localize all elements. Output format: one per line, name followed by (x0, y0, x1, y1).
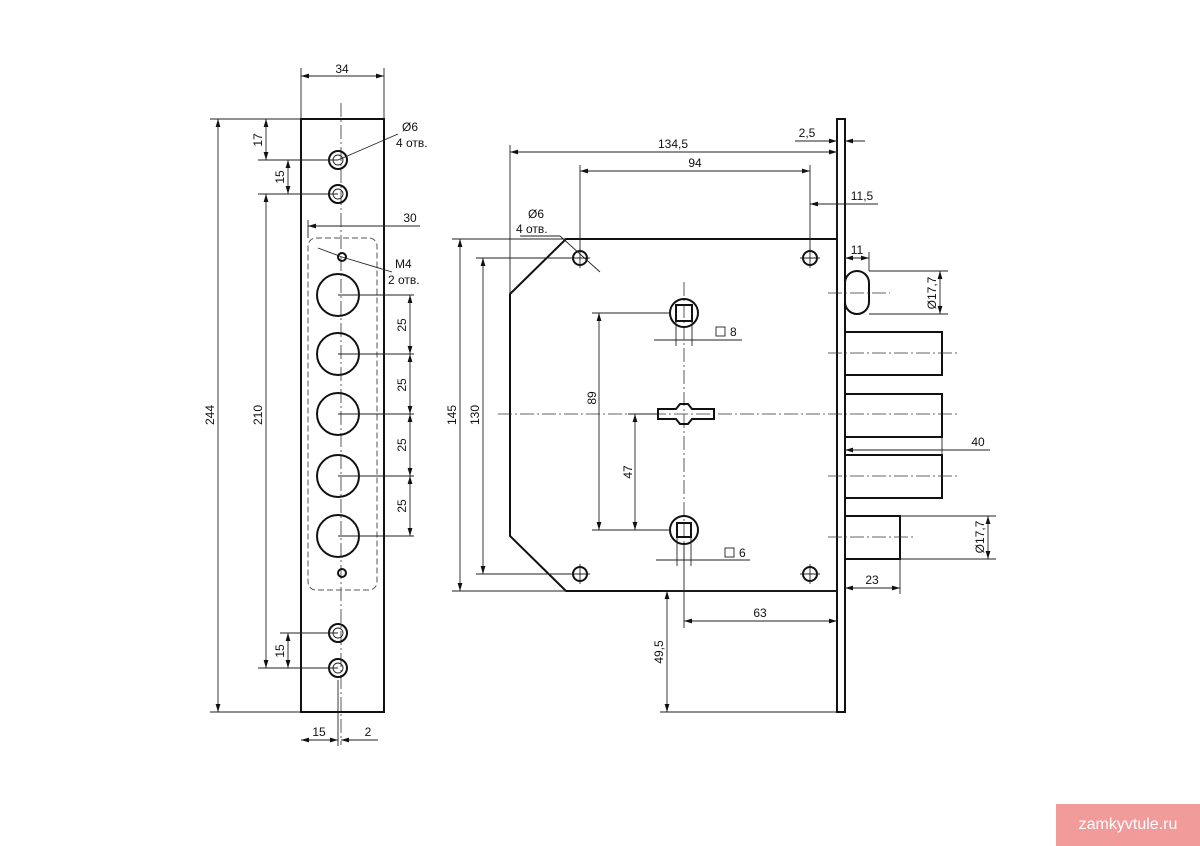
body-hole-note: Ø6 (528, 207, 544, 221)
watermark-badge: zamkyvtule.ru (1056, 804, 1200, 846)
dim-bottom-right-label: 2 (365, 725, 372, 739)
dim-lower-bolt-diameter-label: Ø17,7 (973, 520, 987, 553)
dim-bolt-pitch-label: 25 (395, 499, 409, 513)
lock-body-view: 134,5 2,5 94 11,5 Ø6 4 отв. 145 130 89 (445, 118, 996, 713)
dim-screw-span-label: 210 (251, 405, 265, 425)
faceplate-thread-note: M4 (395, 257, 412, 271)
dim-hole-height-span-label: 130 (468, 405, 482, 425)
dim-bottom-left-label: 15 (312, 725, 326, 739)
keyway-slot (657, 403, 715, 425)
dim-backset-offset-label: 11,5 (851, 189, 874, 203)
dim-bolt-pitch-label: 25 (395, 318, 409, 332)
callout-leader (559, 235, 601, 273)
dead-bolt (844, 393, 943, 438)
dim-lower-bolt-length-label: 23 (865, 573, 879, 587)
dim-latch-diameter-label: Ø17,7 (925, 276, 939, 309)
callout-leader (341, 256, 393, 273)
square-symbol-icon (724, 547, 735, 558)
dim-top-offset-label: 17 (251, 133, 265, 147)
dim-bolt-pitch-label: 25 (395, 378, 409, 392)
square-symbol-icon (715, 326, 726, 337)
dead-bolt (844, 454, 943, 499)
dim-body-overall-width-label: 134,5 (658, 137, 688, 151)
faceplate-thread-note-count: 2 отв. (388, 273, 420, 287)
dim-inner-span-label: 30 (403, 211, 417, 225)
body-hole-note-count: 4 отв. (516, 222, 548, 236)
dim-plate-extension-label: 49,5 (652, 640, 666, 664)
dim-plate-thickness-label: 2,5 (799, 126, 816, 140)
dim-key-distance-label: 47 (621, 465, 635, 479)
front-plate-side (836, 118, 846, 713)
dim-lower-pitch-label: 15 (273, 644, 287, 658)
latch-bolt (844, 270, 870, 315)
faceplate-view: 34 244 210 17 15 15 30 (203, 62, 428, 746)
dim-bolt-pitch-label: 25 (395, 438, 409, 452)
dim-spindle-distance-label: 89 (585, 391, 599, 405)
lower-bolt (844, 515, 901, 560)
dim-latch-offset-label: 11 (851, 243, 864, 257)
faceplate-thread-hole (337, 252, 347, 262)
dim-faceplate-width-label: 34 (335, 62, 349, 76)
dim-upper-pitch-label: 15 (273, 170, 287, 184)
dim-hole-span-label: 94 (688, 156, 702, 170)
dim-backset-label: 63 (753, 606, 767, 620)
dim-spindle-upper-label: 8 (730, 325, 737, 339)
dead-bolt (844, 331, 943, 376)
dim-faceplate-height-label: 244 (203, 405, 217, 425)
dim-body-height-label: 145 (445, 405, 459, 425)
faceplate-thread-hole (337, 568, 347, 578)
callout-leader (337, 133, 399, 161)
dim-spindle-lower-label: 6 (739, 546, 746, 560)
faceplate-hole-note: Ø6 (402, 120, 418, 134)
dim-bolt-throw-label: 40 (971, 435, 985, 449)
watermark-text: zamkyvtule.ru (1078, 816, 1178, 833)
faceplate-hole-note-count: 4 отв. (396, 136, 428, 150)
faceplate-outline (300, 118, 385, 713)
